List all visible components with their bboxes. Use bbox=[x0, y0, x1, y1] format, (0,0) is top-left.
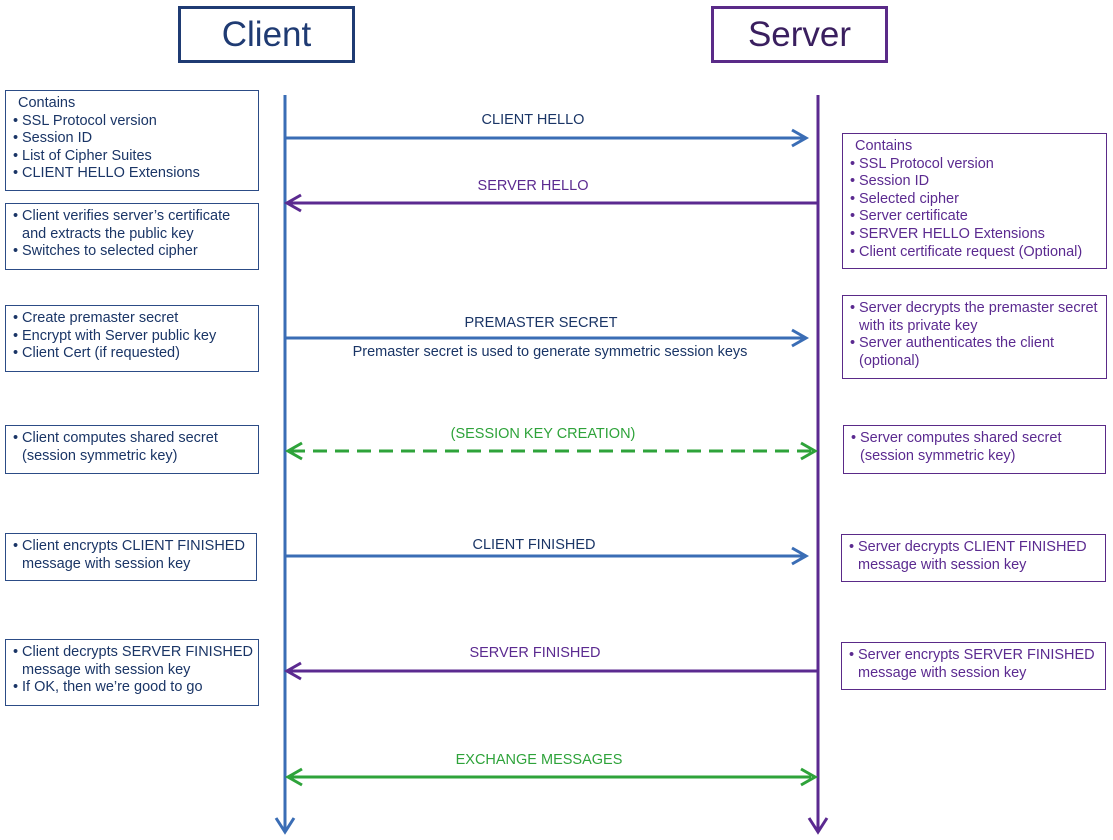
note-bullet: Server encrypts SERVER FINISHED message … bbox=[849, 647, 1100, 682]
note-bullet: SSL Protocol version bbox=[850, 156, 1101, 174]
note-bullet: Server computes shared secret (session s… bbox=[851, 430, 1100, 465]
session-key-creation-arrowhead-right bbox=[800, 441, 819, 461]
note-bullet: Client encrypts CLIENT FINISHED message … bbox=[13, 538, 251, 573]
client-premaster-note: Create premaster secret Encrypt with Ser… bbox=[5, 305, 259, 372]
note-bullet: Client computes shared secret (session s… bbox=[13, 430, 253, 465]
server-hello-note: Contains SSL Protocol version Session ID… bbox=[842, 133, 1107, 269]
server-hello-arrowhead bbox=[283, 193, 302, 213]
note-bullet: Server decrypts CLIENT FINISHED message … bbox=[849, 539, 1100, 574]
note-bullet: Server authenticates the client (optiona… bbox=[850, 335, 1101, 370]
server-encrypt-finished-note: Server encrypts SERVER FINISHED message … bbox=[841, 642, 1106, 690]
server-hello-label: SERVER HELLO bbox=[477, 178, 589, 194]
client-hello-note: Contains SSL Protocol version Session ID… bbox=[5, 90, 259, 191]
note-bullet: CLIENT HELLO Extensions bbox=[13, 165, 253, 183]
exchange-messages-arrowhead-left bbox=[284, 767, 303, 787]
note-bullet: Session ID bbox=[13, 130, 253, 148]
client-decrypt-finished-note: Client decrypts SERVER FINISHED message … bbox=[5, 639, 259, 706]
server-shared-secret-note: Server computes shared secret (session s… bbox=[843, 425, 1106, 474]
note-bullet: Client verifies server’s certificate and… bbox=[13, 208, 253, 243]
note-caption: Contains bbox=[855, 138, 913, 154]
client-finished-note: Client encrypts CLIENT FINISHED message … bbox=[5, 533, 257, 581]
client-finished-label: CLIENT FINISHED bbox=[472, 537, 596, 553]
exchange-messages-label: EXCHANGE MESSAGES bbox=[455, 752, 623, 768]
note-bullet: Switches to selected cipher bbox=[13, 243, 253, 261]
premaster-secret-label: PREMASTER SECRET bbox=[464, 315, 618, 331]
exchange-messages-arrowhead-right bbox=[800, 767, 819, 787]
premaster-secret-arrowhead bbox=[791, 328, 810, 348]
note-bullet: Create premaster secret bbox=[13, 310, 253, 328]
note-bullet: If OK, then we’re good to go bbox=[13, 679, 253, 697]
note-bullet: Session ID bbox=[850, 173, 1101, 191]
note-bullet: List of Cipher Suites bbox=[13, 148, 253, 166]
client-finished-arrowhead bbox=[791, 546, 810, 566]
client-hello-arrowhead bbox=[791, 128, 810, 148]
session-key-creation-label: (SESSION KEY CREATION) bbox=[450, 426, 636, 442]
server-header: Server bbox=[711, 6, 888, 63]
server-finished-label: SERVER FINISHED bbox=[469, 645, 601, 661]
client-hello-label: CLIENT HELLO bbox=[481, 112, 585, 128]
server-decrypt-premaster-note: Server decrypts the premaster secret wit… bbox=[842, 295, 1107, 379]
session-key-creation-arrowhead-left bbox=[284, 441, 303, 461]
note-bullet: Selected cipher bbox=[850, 191, 1101, 209]
note-bullet: Encrypt with Server public key bbox=[13, 328, 253, 346]
note-bullet: SERVER HELLO Extensions bbox=[850, 226, 1101, 244]
client-shared-secret-note: Client computes shared secret (session s… bbox=[5, 425, 259, 474]
note-bullet: Client decrypts SERVER FINISHED message … bbox=[13, 644, 253, 679]
server-finished-arrowhead bbox=[283, 661, 302, 681]
note-bullet: Client Cert (if requested) bbox=[13, 345, 253, 363]
client-verify-note: Client verifies server’s certificate and… bbox=[5, 203, 259, 270]
premaster-secret-sublabel: Premaster secret is used to generate sym… bbox=[352, 344, 748, 360]
server-decrypt-finished-note: Server decrypts CLIENT FINISHED message … bbox=[841, 534, 1106, 582]
note-bullet: Client certificate request (Optional) bbox=[850, 244, 1101, 262]
note-bullet: SSL Protocol version bbox=[13, 113, 253, 131]
note-caption: Contains bbox=[18, 95, 76, 111]
client-lifeline-arrowhead bbox=[274, 817, 296, 835]
client-header: Client bbox=[178, 6, 355, 63]
server-lifeline-arrowhead bbox=[807, 817, 829, 835]
note-bullet: Server decrypts the premaster secret wit… bbox=[850, 300, 1101, 335]
note-bullet: Server certificate bbox=[850, 208, 1101, 226]
